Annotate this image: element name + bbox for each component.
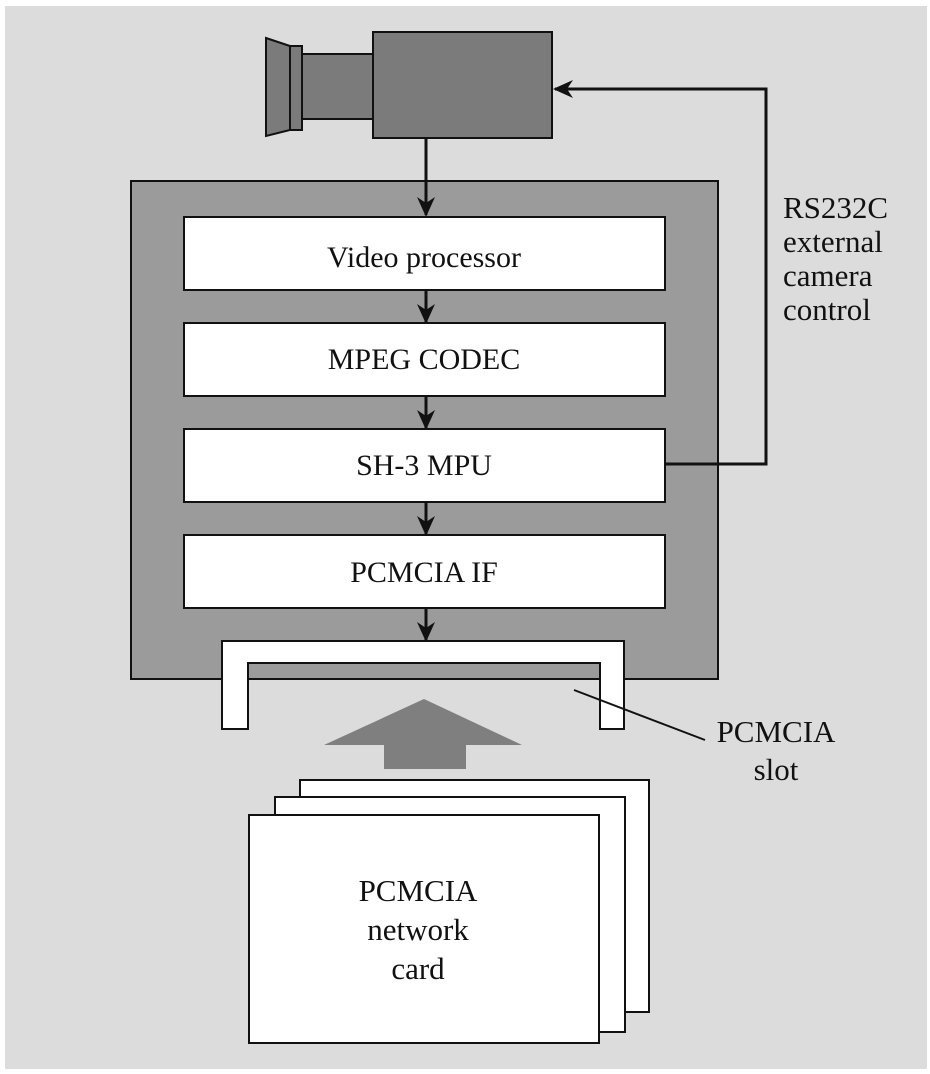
network-card-label-line-1: PCMCIA [359, 873, 478, 908]
block-sh3-mpu: SH-3 MPU [184, 429, 665, 502]
block-video-processor-label: Video processor [327, 241, 521, 274]
rs232c-label-line-4: control [783, 292, 871, 327]
block-mpeg-codec: MPEG CODEC [184, 323, 665, 396]
block-mpeg-codec-label: MPEG CODEC [328, 343, 521, 376]
block-sh3-mpu-label: SH-3 MPU [356, 449, 492, 482]
block-pcmcia-if-label: PCMCIA IF [350, 556, 498, 589]
rs232c-label-line-2: external [783, 224, 883, 259]
pcmcia-slot-label-line-1: PCMCIA [717, 714, 836, 749]
network-card-label-line-3: card [391, 951, 445, 986]
rs232c-label-line-3: camera [783, 258, 873, 293]
rs232c-label-line-1: RS232C [783, 190, 888, 225]
network-card-label-line-2: network [367, 912, 469, 947]
block-video-processor: Video processor [184, 217, 665, 290]
block-pcmcia-if: PCMCIA IF [184, 535, 665, 608]
pcmcia-slot-label-line-2: slot [754, 752, 799, 787]
